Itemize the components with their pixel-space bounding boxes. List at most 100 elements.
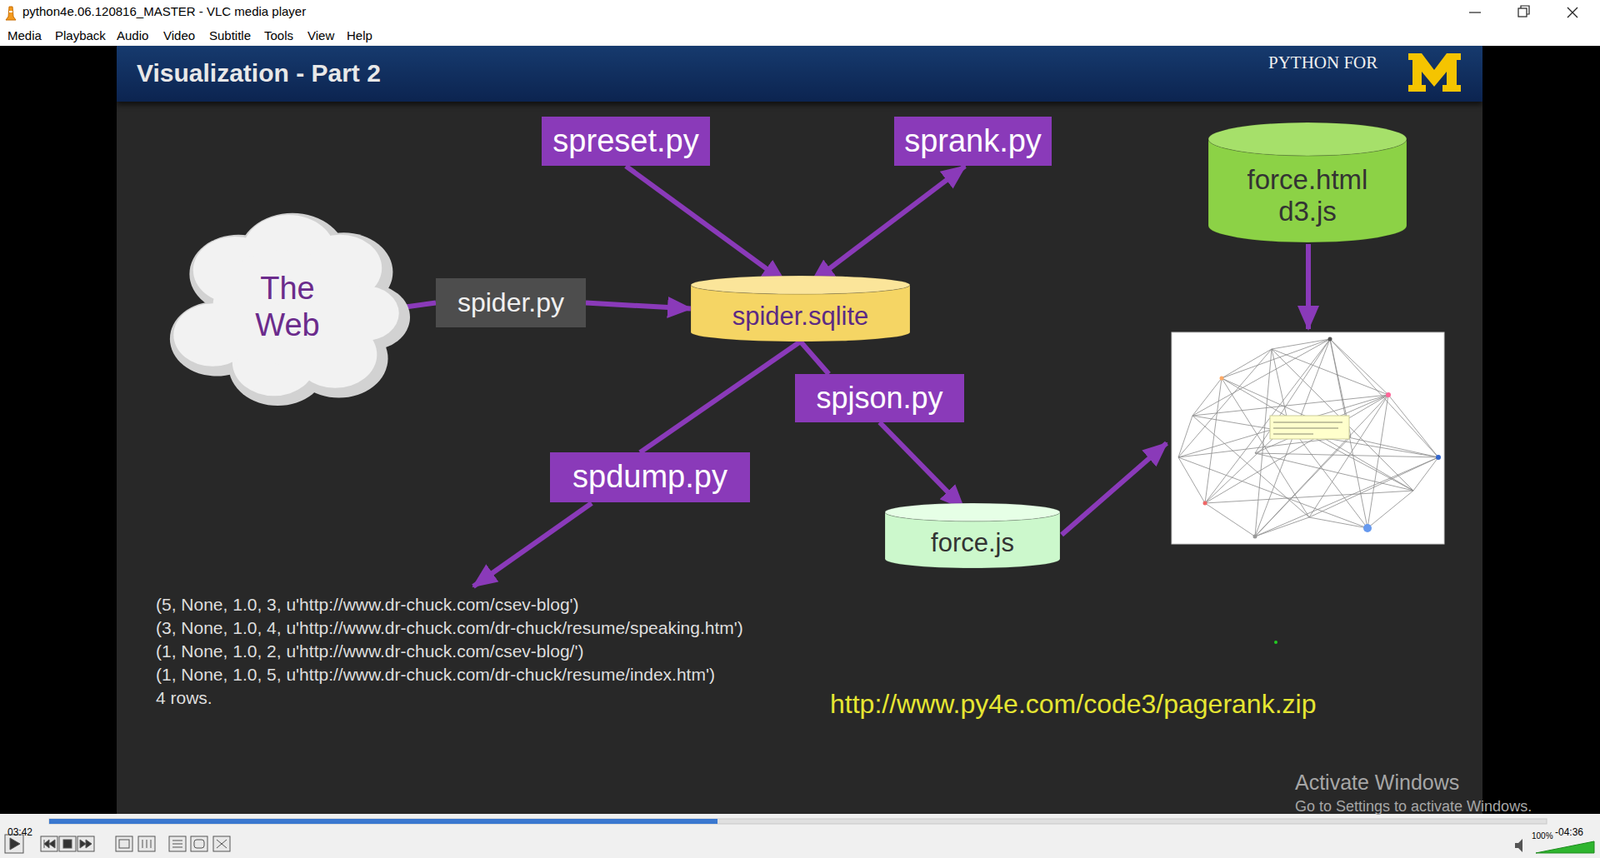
graph-tooltip: [1270, 415, 1350, 440]
script-box: spreset.py: [541, 116, 710, 167]
university-logo: [1408, 53, 1461, 92]
graph-dot: [1385, 392, 1391, 398]
progress-fill: [49, 819, 718, 825]
tooltip-scribble: [1273, 422, 1343, 435]
node-text-group: sprank.py: [904, 123, 1042, 160]
render-arrow: [1305, 244, 1311, 330]
restore-icon: [1520, 5, 1530, 15]
volume-level: 100%: [1531, 831, 1554, 842]
node-label: force.html d3.js: [1228, 164, 1387, 228]
flow-arrow: [811, 165, 965, 283]
graph-dot: [1253, 535, 1258, 540]
node-label: The Web: [241, 270, 334, 344]
flow-arrow: [640, 341, 801, 453]
web-cloud: The Web: [165, 209, 410, 406]
progress-track: [49, 819, 1547, 825]
remaining-time: -04:36: [1555, 826, 1584, 839]
random-icon: [216, 840, 227, 849]
script-box: sprank.py: [894, 116, 1052, 167]
random-button: [213, 836, 230, 852]
prev-icon: [44, 840, 55, 849]
cloud-highlight: [212, 250, 355, 365]
download-url: http://www.py4e.com/code3/pagerank.zip: [830, 688, 1316, 720]
node-label: force.js: [930, 528, 1015, 559]
stop-button: [59, 836, 76, 852]
next-button: [77, 836, 95, 852]
menu-item: Subtitle: [209, 28, 251, 44]
graph-dot: [1203, 501, 1208, 506]
playlist-button: [169, 836, 186, 852]
graph-dot: [1363, 524, 1372, 533]
cylinder-top: [1208, 122, 1407, 156]
loop-icon: [194, 840, 205, 849]
node-label: spreset.py: [552, 123, 699, 160]
fullscreen-icon: [119, 840, 130, 849]
watermark: Go to Settings to activate Windows.: [1295, 798, 1532, 817]
node-label: spider.sqlite: [732, 301, 870, 332]
graph-dot: [1328, 337, 1333, 342]
node-label: spdump.py: [572, 459, 728, 496]
loop-button: [190, 836, 208, 852]
playlist-icon: [172, 840, 183, 848]
node-label: spider.py: [457, 287, 565, 319]
play-icon: [10, 838, 20, 850]
control-buttons: [5, 835, 230, 854]
output-row: (5, None, 1.0, 3, u'http://www.dr-chuck.…: [155, 593, 815, 617]
query-output: (5, None, 1.0, 3, u'http://www.dr-chuck.…: [155, 593, 815, 710]
menu-item: Audio: [116, 28, 149, 44]
cylinder-top: [690, 275, 910, 295]
row-count: 4 rows.: [155, 686, 815, 710]
menu-item: Tools: [264, 28, 294, 44]
node-label: spjson.py: [815, 380, 943, 415]
next-icon: [80, 840, 92, 849]
speaker-icon: [1515, 839, 1523, 853]
menu-item: Video: [163, 28, 195, 44]
output-arrow: [473, 503, 592, 587]
node-text-group: spider.py: [457, 287, 565, 319]
menu-item: Playback: [55, 28, 106, 44]
graph-dot: [1435, 455, 1441, 460]
script-box: spdump.py: [550, 452, 750, 503]
node-label: sprank.py: [904, 123, 1042, 160]
output-row: (1, None, 1.0, 5, u'http://www.dr-chuck.…: [155, 663, 815, 687]
cylinder-top: [885, 503, 1060, 522]
file-cylinder: force.html d3.js: [1208, 122, 1407, 243]
node-text-group: spdump.py: [572, 459, 728, 496]
graph-dot: [1220, 376, 1225, 381]
force-graph-picture: [1171, 332, 1445, 545]
menu-item: Media: [7, 28, 42, 44]
restore-icon: [1518, 8, 1527, 17]
minimize-icon: [1469, 11, 1481, 13]
watermark: Activate Windows: [1295, 770, 1460, 795]
flow-arrow: [625, 165, 785, 283]
file-cylinder: force.js: [885, 503, 1060, 569]
flow-arrow: [585, 303, 691, 310]
vlc-icon: [5, 6, 16, 20]
node-text-group: spider.sqlite: [732, 301, 870, 332]
close-icon: [1567, 7, 1578, 18]
graph-links: [1178, 339, 1439, 537]
course-logo-text: PYTHON FOR: [1268, 52, 1378, 74]
menu-item: View: [307, 28, 335, 44]
database-cylinder: spider.sqlite: [690, 275, 910, 342]
window-title: python4e.06.120816_MASTER - VLC media pl…: [22, 4, 306, 20]
node-text-group: force.html d3.js: [1228, 164, 1387, 228]
extended-button: [138, 836, 155, 852]
extended-icon: [142, 840, 151, 849]
stop-icon: [63, 840, 72, 849]
volume-wedge: [1535, 841, 1595, 854]
fullscreen-button: [115, 836, 133, 852]
menu-item: Help: [346, 28, 373, 44]
flow-arrow: [800, 341, 830, 375]
script-box: spider.py: [435, 278, 586, 328]
output-row: (1, None, 1.0, 2, u'http://www.dr-chuck.…: [155, 640, 815, 664]
elapsed-time: 03:42: [7, 826, 33, 839]
node-text-group: spreset.py: [552, 123, 699, 160]
render-arrow: [1061, 443, 1167, 535]
green-dot: [1274, 640, 1278, 645]
vlc-icon-stripe: [9, 10, 13, 13]
node-text-group: spjson.py: [815, 380, 943, 415]
script-box: spjson.py: [795, 374, 965, 423]
flow-arrow: [880, 422, 965, 509]
